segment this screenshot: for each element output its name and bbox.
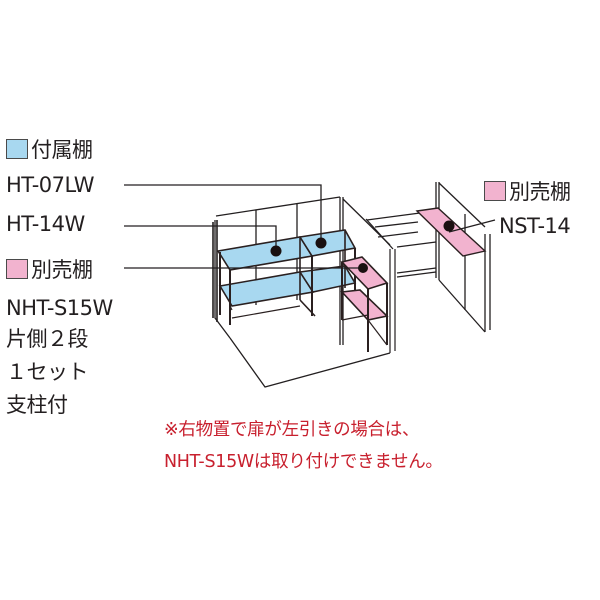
- legend-optional-right-title: 別売棚: [484, 180, 571, 204]
- included-title: 付属棚: [31, 138, 93, 162]
- legend-swatch-pink-right: [484, 181, 506, 201]
- legend-optional-left-title: 別売棚: [6, 258, 93, 282]
- note-line-2: NHT-S15Wは取り付けできません。: [164, 452, 443, 472]
- detail-line-3: 支柱付: [6, 393, 68, 417]
- legend-included-title: 付属棚: [6, 138, 93, 162]
- legend-swatch-pink: [6, 259, 28, 279]
- marker-dots: [270, 220, 455, 273]
- model-ht-14w: HT-14W: [6, 212, 85, 236]
- detail-line-1: 片側２段: [6, 327, 89, 351]
- note-line-1: ※右物置で扉が左引きの場合は、: [164, 420, 420, 440]
- optional-left-title: 別売棚: [31, 258, 93, 282]
- included-shelves: [216, 229, 357, 325]
- model-nst-14: NST-14: [499, 214, 571, 238]
- model-nht-s15w: NHT-S15W: [6, 296, 113, 320]
- legend-swatch-blue: [6, 139, 28, 159]
- detail-line-2: １セット: [6, 360, 89, 384]
- optional-right-title: 別売棚: [509, 180, 571, 204]
- left-shed-back-wall: [214, 220, 231, 339]
- leader-lines: [124, 184, 496, 269]
- model-ht-07lw: HT-07LW: [6, 173, 95, 197]
- optional-shelf-nht-s15w: [340, 256, 389, 352]
